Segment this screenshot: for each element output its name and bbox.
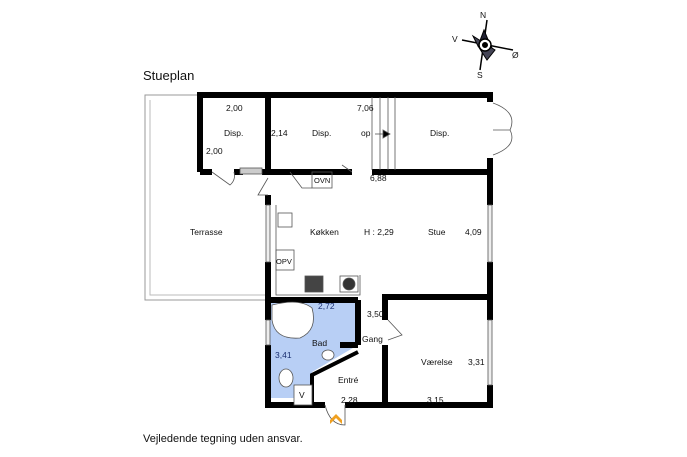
dim: 2,00 [226, 103, 243, 113]
ceiling-height: H : 2,29 [364, 227, 394, 237]
page-title: Stueplan [143, 68, 195, 83]
terrace-outline [144, 94, 268, 301]
compass-south: S [477, 70, 483, 80]
dim: 3,50 [367, 309, 384, 319]
room-disp-3: Disp. [430, 128, 450, 138]
disclaimer: Vejledende tegning uden ansvar. [143, 433, 303, 445]
dim: 2,28 [341, 395, 358, 405]
dim: 6,88 [370, 173, 387, 183]
room-stue: Stue [428, 227, 446, 237]
dim: 3,31 [468, 357, 485, 367]
washer-label: V [299, 390, 305, 400]
dim: 7,06 [357, 103, 374, 113]
entrance-arrow-icon [330, 414, 342, 424]
room-gang: Gang [362, 334, 383, 344]
room-disp-2: Disp. [312, 128, 332, 138]
compass-west: V [452, 34, 458, 44]
room-terrasse: Terrasse [190, 227, 223, 237]
room-entre: Entré [338, 375, 359, 385]
compass-east: Ø [512, 50, 519, 60]
dishwasher-label: OPV [276, 257, 292, 266]
room-vaerelse: Værelse [421, 357, 453, 367]
room-disp-1: Disp. [224, 128, 244, 138]
dim: 2,72 [318, 301, 335, 311]
dim: 2,00 [206, 146, 223, 156]
dim: 3,15 [427, 395, 444, 405]
compass-rose [461, 19, 514, 71]
oven-label: OVN [314, 176, 331, 185]
room-bad: Bad [312, 338, 328, 348]
dim: 4,09 [465, 227, 482, 237]
fixtures-lines [211, 97, 513, 426]
compass-north: N [480, 10, 487, 20]
stairs-up-label: op [361, 128, 371, 138]
dim: 3,41 [275, 350, 292, 360]
dim: 2,14 [271, 128, 288, 138]
room-kokken: Køkken [310, 227, 339, 237]
